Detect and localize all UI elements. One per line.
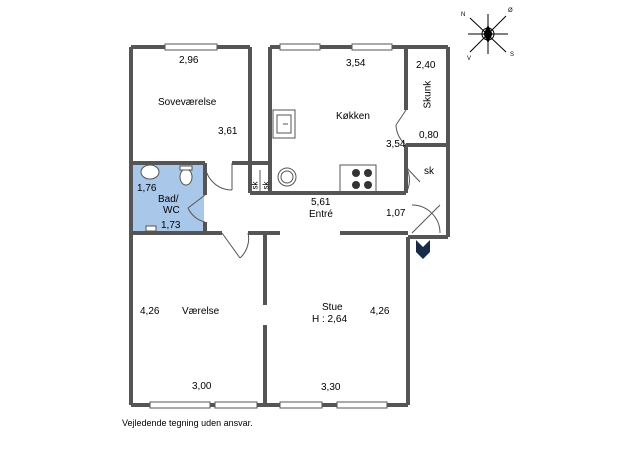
disclaimer-text: Vejledende tegning uden ansvar.: [122, 418, 253, 428]
entrance-arrow-icon: [416, 240, 430, 259]
room-depth: 4,26: [140, 306, 160, 317]
bedroom-depth: 3,61: [218, 126, 238, 137]
bath-width: 1,76: [137, 183, 157, 194]
kitchen-fixtures: [272, 109, 377, 194]
sk-right-name: sk: [424, 166, 434, 177]
skunk-name: Skunk: [422, 80, 434, 109]
entre-width: 5,61: [311, 197, 331, 208]
living-name: Stue: [322, 302, 343, 313]
compass-o-label: Ø: [508, 8, 513, 14]
compass-v-label: V: [467, 56, 472, 62]
bedroom-width: 2,96: [179, 55, 199, 66]
closet-1-name: sk: [250, 181, 260, 190]
bathroom-fixtures: [140, 164, 193, 232]
doors: [187, 109, 441, 259]
compass-n-label: N: [461, 12, 466, 18]
living-width: 3,30: [321, 382, 341, 393]
entre-name: Entré: [309, 209, 333, 220]
compass-s-label: S: [510, 52, 515, 58]
room-width: 3,00: [192, 381, 212, 392]
closet-2-name: sk: [261, 181, 271, 190]
skunk-depth: 0,80: [419, 130, 439, 141]
kitchen-name: Køkken: [336, 111, 370, 122]
kitchen-depth: 3,54: [386, 139, 406, 150]
living-depth: 4,26: [370, 306, 390, 317]
bath-depth: 1,73: [161, 220, 181, 231]
bath-name-line2: WC: [163, 205, 180, 216]
skunk-width: 2,40: [416, 60, 436, 71]
kitchen-width: 3,54: [346, 58, 366, 69]
living-height: H : 2,64: [312, 314, 348, 325]
bedroom-name: Soveværelse: [158, 97, 217, 108]
room-name: Værelse: [182, 306, 220, 317]
compass-icon: [468, 14, 508, 54]
windows: [149, 43, 393, 409]
entre-depth: 1,07: [386, 208, 406, 219]
bath-name-line1: Bad/: [158, 194, 179, 205]
stove-burners: [352, 169, 372, 189]
